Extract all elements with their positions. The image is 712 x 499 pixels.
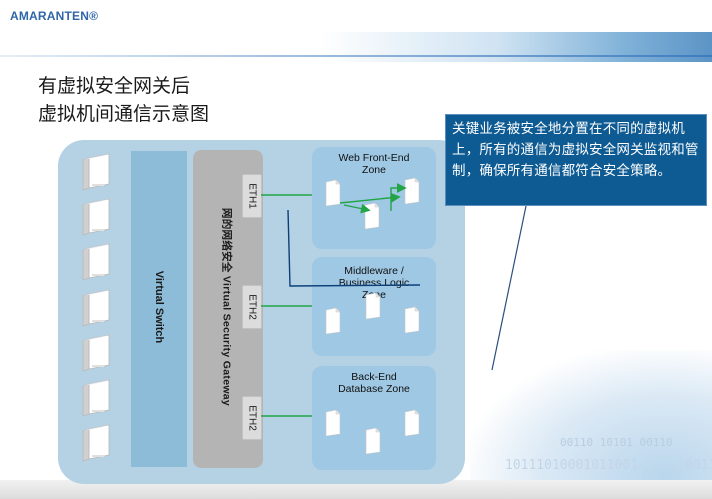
traffic-arrows — [339, 183, 407, 214]
company-logo: AMARANTEN® — [10, 9, 99, 23]
eth-port-1: ETH1 — [242, 174, 262, 218]
title-line-2: 虚拟机间通信示意图 — [38, 103, 210, 125]
slide-title: 有虚拟安全网关后 虚拟机间通信示意图 — [38, 72, 209, 128]
traffic-path — [287, 209, 421, 287]
web-zone-label-text: Web Front-End Zone — [338, 152, 410, 176]
decorative-binary-text: 00110 10101 00110 — [560, 436, 673, 449]
footer-bar — [0, 480, 712, 499]
decorative-background — [470, 350, 712, 499]
vm-document-icon — [325, 409, 341, 437]
vm-document-icon — [404, 409, 420, 437]
database-zone-label-line: Database Zone — [338, 383, 410, 395]
middleware-zone-label-line: Middleware / — [344, 265, 404, 277]
vm-document-icon — [364, 202, 380, 230]
header-band — [0, 32, 712, 62]
callout-text: 关键业务被安全地分置在不同的虚拟机上，所有的通信为虚拟安全网关监视和管制，确保所… — [452, 121, 699, 179]
callout-pointer — [491, 205, 527, 371]
eth-port-3: ETH2 — [242, 396, 262, 440]
vm-document-icon — [325, 307, 341, 335]
virtual-switch — [131, 151, 187, 467]
eth-port-2: ETH2 — [242, 285, 262, 329]
web-zone-label: Web Front-End Zone — [312, 152, 436, 176]
vm-document-icon — [404, 177, 420, 205]
decorative-binary-text: 10111010001011001......00111 — [505, 458, 712, 473]
vm-document-icon — [365, 292, 381, 320]
header-divider — [0, 55, 712, 57]
vm-document-icon — [325, 179, 341, 207]
vm-document-icon — [365, 427, 381, 455]
title-line-1: 有虚拟安全网关后 — [38, 75, 191, 97]
database-zone-label-line: Back-End — [351, 371, 397, 383]
database-zone-label: Back-End Database Zone — [312, 371, 436, 395]
callout-box: 关键业务被安全地分置在不同的虚拟机上，所有的通信为虚拟安全网关监视和管制，确保所… — [445, 114, 707, 206]
vm-document-icon — [404, 306, 420, 334]
